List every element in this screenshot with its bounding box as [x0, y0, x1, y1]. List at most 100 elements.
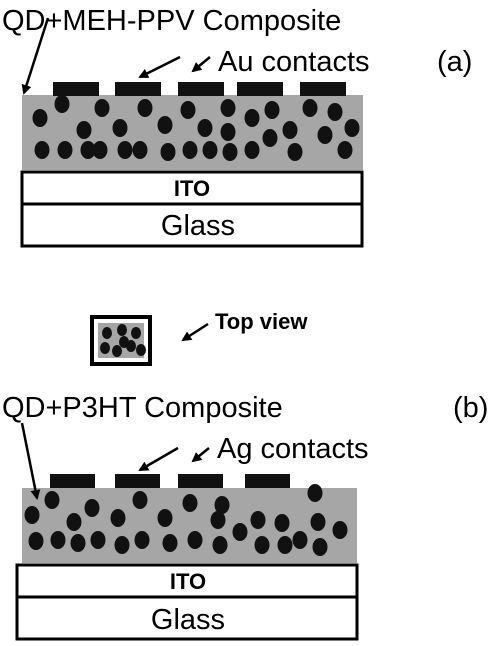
panel-b-quantum-dot [157, 509, 173, 527]
panel-a-quantum-dot [220, 99, 236, 117]
panel-b-quantum-dots [24, 484, 348, 556]
panel-a-quantum-dot [282, 121, 298, 139]
panel-a-quantum-dots [32, 95, 360, 161]
panel-a-quantum-dot [92, 141, 108, 159]
panel-a-quantum-dot [157, 116, 173, 134]
panel-b-contacts [50, 474, 290, 488]
panel-a-quantum-dot [220, 123, 236, 141]
panel-a-contact [115, 82, 161, 96]
panel-a-glass-layer [20, 202, 364, 248]
panel-a-quantum-dot [137, 99, 153, 117]
panel-b-ito-label: ITO [170, 569, 206, 594]
panel-a-composite-label: QD+MEH-PPV Composite [2, 5, 341, 37]
panel-b-quantum-dot [70, 534, 86, 552]
panel-a-quantum-dot [344, 119, 360, 137]
panel-a-quantum-dot [244, 141, 260, 159]
panel-a-quantum-dot [287, 143, 303, 161]
panel-a-quantum-dot [34, 141, 50, 159]
panel-b-quantum-dot [50, 531, 66, 549]
panel-a-quantum-dot [94, 99, 110, 117]
panel-a-composite-arrow [21, 17, 50, 95]
top-view-arrow [181, 322, 209, 342]
panel-a-quantum-dot [117, 141, 133, 159]
panel-b-contact [245, 474, 290, 488]
panel-a-contact [178, 82, 224, 96]
panel-a: QD+MEH-PPV Composite Au contacts (a) ITO… [2, 5, 472, 248]
panel-a-quantum-dot [182, 141, 198, 159]
panel-a-quantum-dot [112, 119, 128, 137]
panel-a-contacts [53, 82, 346, 96]
top-view-quantum-dots [100, 324, 146, 357]
panel-b-quantum-dot [307, 484, 323, 502]
panel-a-quantum-dot [202, 141, 218, 159]
panel-a-contact [53, 82, 99, 96]
panel-a-contacts-arrow-2 [191, 56, 211, 73]
panel-b-quantum-dot [132, 491, 148, 509]
panel-a-quantum-dot [262, 129, 278, 147]
panel-a-quantum-dot [54, 95, 70, 113]
top-view-label: Top view [215, 309, 308, 334]
panel-a-quantum-dot [76, 121, 92, 139]
panel-a-contacts-label: Au contacts [218, 46, 370, 78]
panel-b-quantum-dot [214, 496, 230, 514]
panel-b-quantum-dot [277, 536, 293, 554]
panel-b: QD+P3HT Composite (b) Ag contacts ITO Gl… [2, 392, 488, 641]
panel-a-ito-label: ITO [174, 176, 210, 201]
panel-b-contacts-arrow-2 [191, 447, 210, 463]
panel-b-quantum-dot [312, 538, 328, 556]
top-view-quantum-dot [112, 345, 122, 357]
panel-b-quantum-dot [134, 531, 150, 549]
panel-a-quantum-dot [80, 141, 96, 159]
panel-b-quantum-dot [274, 514, 290, 532]
panel-a-contact [300, 82, 346, 96]
panel-b-glass-layer [15, 595, 359, 641]
panel-a-quantum-dot [197, 119, 213, 137]
panel-b-glass-label: Glass [151, 604, 225, 636]
panel-b-quantum-dot [162, 534, 178, 552]
panel-b-contacts-arrow-1 [138, 446, 179, 472]
panel-a-contacts-arrow-1 [138, 55, 181, 79]
top-view-quantum-dot [100, 342, 110, 354]
panel-b-composite-label: QD+P3HT Composite [2, 392, 283, 424]
panel-b-composite-arrow [20, 422, 41, 500]
top-view-quantum-dot [136, 344, 146, 356]
panel-b-contact [178, 474, 223, 488]
panel-b-quantum-dot [24, 506, 40, 524]
top-view-quantum-dot [102, 327, 112, 339]
panel-a-quantum-dot [32, 109, 48, 127]
panel-b-quantum-dot [250, 511, 266, 529]
top-view-quantum-dot [119, 336, 129, 348]
panel-b-quantum-dot [310, 513, 326, 531]
panel-a-quantum-dot [222, 143, 238, 161]
panel-b-quantum-dot [110, 509, 126, 527]
panel-b-quantum-dot [182, 494, 198, 512]
panel-b-contact [50, 474, 95, 488]
top-view-quantum-dot [117, 324, 127, 336]
panel-a-quantum-dot [317, 126, 333, 144]
panel-b-contact [115, 474, 160, 488]
panel-a-quantum-dot [180, 101, 196, 119]
panel-a-glass-label: Glass [161, 210, 235, 242]
panel-b-quantum-dot [232, 523, 248, 541]
panel-b-quantum-dot [84, 499, 100, 517]
panel-b-quantum-dot [28, 532, 44, 550]
panel-b-quantum-dot [332, 521, 348, 539]
panel-a-tag: (a) [437, 46, 472, 78]
panel-b-quantum-dot [90, 531, 106, 549]
panel-a-contact [237, 82, 283, 96]
panel-b-quantum-dot [114, 536, 130, 554]
panel-b-contacts-label: Ag contacts [217, 433, 369, 465]
panel-a-quantum-dot [337, 141, 353, 159]
panel-b-quantum-dot [66, 513, 82, 531]
panel-b-quantum-dot [44, 491, 60, 509]
panel-a-quantum-dot [302, 99, 318, 117]
panel-b-quantum-dot [212, 536, 228, 554]
panel-a-quantum-dot [327, 103, 343, 121]
panel-b-tag: (b) [453, 392, 488, 424]
panel-b-quantum-dot [292, 531, 308, 549]
top-view: Top view [90, 309, 308, 366]
panel-a-quantum-dot [244, 109, 260, 127]
panel-b-quantum-dot [210, 511, 226, 529]
panel-b-quantum-dot [254, 536, 270, 554]
